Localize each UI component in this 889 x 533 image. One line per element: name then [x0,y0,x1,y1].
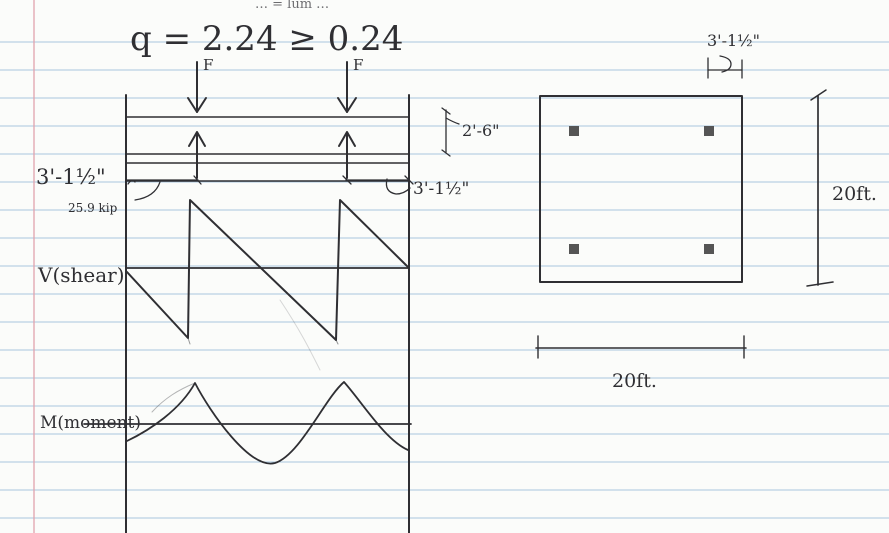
shear-diagram-curve [126,199,410,341]
plan-edge-dimension [707,55,743,79]
plan-width-label: 20ft. [612,370,657,392]
moment-diagram-sketch-line [151,382,196,413]
pile-marker-bottom-left [569,244,579,254]
plan-length-label: 20ft. [832,183,877,205]
reaction-arrow-right [338,131,356,179]
load-label-left: F [203,56,213,74]
pile-marker-top-right [704,126,714,136]
plan-width-dimension [535,335,747,359]
edge-dimension-right [342,175,414,195]
pile-marker-bottom-right [704,244,714,254]
load-arrow-left [187,61,207,113]
edge-left-label: 3'-1½" [36,165,106,189]
pile-group [569,126,714,254]
equation-partial-top: … = lum … [255,0,329,12]
edge-dimension-left [125,175,202,185]
edge-right-label: 3'-1½" [413,179,469,199]
plan-length-dimension [806,89,834,287]
reaction-arrow-left [188,131,206,179]
load-arrow-right [337,61,357,113]
erased-construction-line [279,299,321,371]
shear-diagram-label: V(shear) [37,263,125,287]
moment-diagram-label: M(moment) [40,413,141,433]
ruled-lines [0,41,889,519]
pile-marker-top-left [569,126,579,136]
depth-dimension [441,107,460,157]
equation-text: q = 2.24 ≥ 0.24 [130,19,403,59]
load-label-right: F [353,56,363,74]
plan-edge-distance-label: 3'-1½" [707,31,760,50]
moment-diagram-curve [126,381,409,465]
depth-label: 2'-6" [462,121,500,140]
shear-value-label: 25.9 kip [68,201,118,215]
footing-plan-outline [539,95,743,283]
shear-diagram-ticks [187,337,339,345]
shear-value-leader [134,181,161,201]
